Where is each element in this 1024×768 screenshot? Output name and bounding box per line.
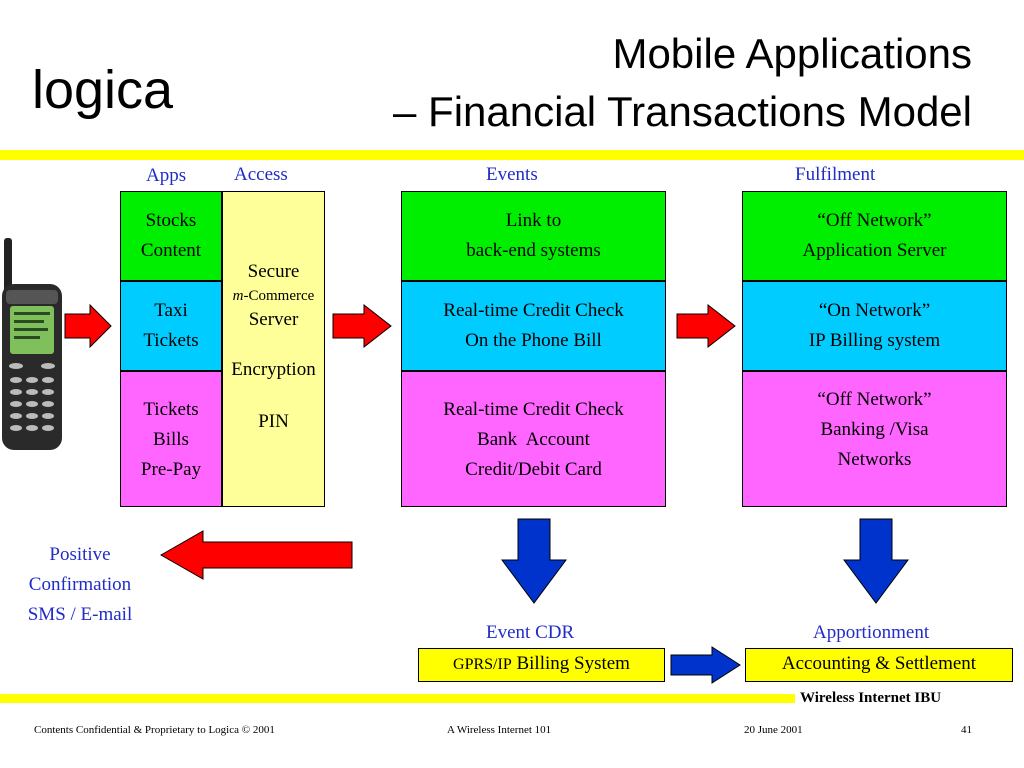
billing-prefix: GPRS/IP [453, 656, 512, 673]
red-right-arrow [332, 304, 392, 348]
red-right-arrow [676, 304, 736, 348]
access-mcommerce: m-Commerce [221, 285, 326, 307]
events-credit-phone-bill: Real-time Credit Check On the Phone Bill [401, 281, 666, 371]
events-row2-line1: Real-time Credit Check [443, 300, 624, 321]
events-row3-line1: Real-time Credit Check [443, 399, 624, 420]
header-rule [0, 150, 1024, 160]
apps-taxi-tickets: Taxi Tickets [120, 281, 222, 371]
apps-row3-line3: Pre-Pay [140, 459, 202, 480]
footer-confidential: Contents Confidential & Proprietary to L… [34, 724, 275, 736]
apps-row1-line1: Stocks [145, 210, 197, 231]
fulfilment-app-server: “Off Network” Application Server [742, 191, 1007, 281]
title-line-2: – Financial Transactions Model [393, 88, 972, 135]
column-label-events: Events [486, 164, 538, 185]
access-secure: Secure [247, 261, 300, 282]
confirmation-line2: Confirmation [28, 574, 132, 595]
fulfilment-row3-line3: Networks [837, 449, 912, 470]
title-line-1: Mobile Applications [612, 30, 972, 77]
column-label-fulfilment: Fulfilment [795, 164, 876, 185]
billing-rest: Billing System [511, 653, 630, 674]
fulfilment-row2-line2: IP Billing system [808, 330, 941, 351]
blue-down-arrow [843, 518, 909, 604]
apps-stocks-content: Stocks Content [120, 191, 222, 281]
fulfilment-ip-billing: “On Network” IP Billing system [742, 281, 1007, 371]
events-row3-line3: Credit/Debit Card [465, 459, 602, 480]
access-box: Secure m-Commerce Server Encryption PIN [222, 191, 325, 507]
apps-row3-line2: Bills [153, 429, 189, 450]
column-label-access: Access [234, 164, 288, 185]
fulfilment-row2-line1: “On Network” [818, 300, 931, 321]
fulfilment-banking: “Off Network” Banking /Visa Networks [742, 371, 1007, 507]
apps-row2-line2: Tickets [143, 330, 199, 351]
access-m: m [232, 288, 244, 304]
fulfilment-row3-line1: “Off Network” [817, 389, 932, 410]
footer-rule [0, 694, 795, 703]
access-encryption: Encryption [231, 359, 316, 380]
fulfilment-row1-line2: Application Server [802, 240, 947, 261]
events-row2-line2: On the Phone Bill [465, 330, 602, 351]
event-cdr-label: Event CDR [486, 622, 575, 643]
access-server: Server [248, 309, 299, 330]
apportionment-label: Apportionment [813, 622, 930, 643]
red-right-arrow [64, 304, 112, 348]
events-row3-line2: Bank Account [477, 429, 590, 450]
events-row1-line1: Link to [505, 210, 562, 231]
apps-row3-line1: Tickets [143, 399, 199, 420]
footer-ibu: Wireless Internet IBU [800, 690, 942, 706]
footer-course: A Wireless Internet 101 [447, 724, 552, 736]
page-number: 41 [961, 724, 972, 736]
blue-right-arrow-icon [670, 646, 741, 684]
billing-system-box: GPRS/IP Billing System [418, 648, 665, 682]
logo: logica [32, 60, 174, 120]
apps-row2-line1: Taxi [154, 300, 188, 321]
positive-confirmation: Positive Confirmation SMS / E-mail [4, 540, 156, 630]
access-commerce: -Commerce [243, 288, 315, 304]
mobile-phone-image [2, 238, 62, 450]
column-label-apps: Apps [146, 165, 187, 186]
fulfilment-row1-line1: “Off Network” [817, 210, 932, 231]
apps-row1-line2: Content [140, 240, 202, 261]
apps-tickets-bills: Tickets Bills Pre-Pay [120, 371, 222, 507]
accounting-settlement-box: Accounting & Settlement [745, 648, 1013, 682]
confirmation-line1: Positive [49, 544, 111, 565]
events-link-backend: Link to back-end systems [401, 191, 666, 281]
red-left-arrow [160, 530, 353, 580]
confirmation-line3: SMS / E-mail [27, 604, 133, 625]
footer-date: 20 June 2001 [744, 724, 803, 736]
access-pin: PIN [258, 411, 289, 432]
events-credit-bank: Real-time Credit Check Bank Account Cred… [401, 371, 666, 507]
blue-down-arrow [501, 518, 567, 604]
fulfilment-row3-line2: Banking /Visa [820, 419, 929, 440]
events-row1-line2: back-end systems [466, 240, 601, 261]
